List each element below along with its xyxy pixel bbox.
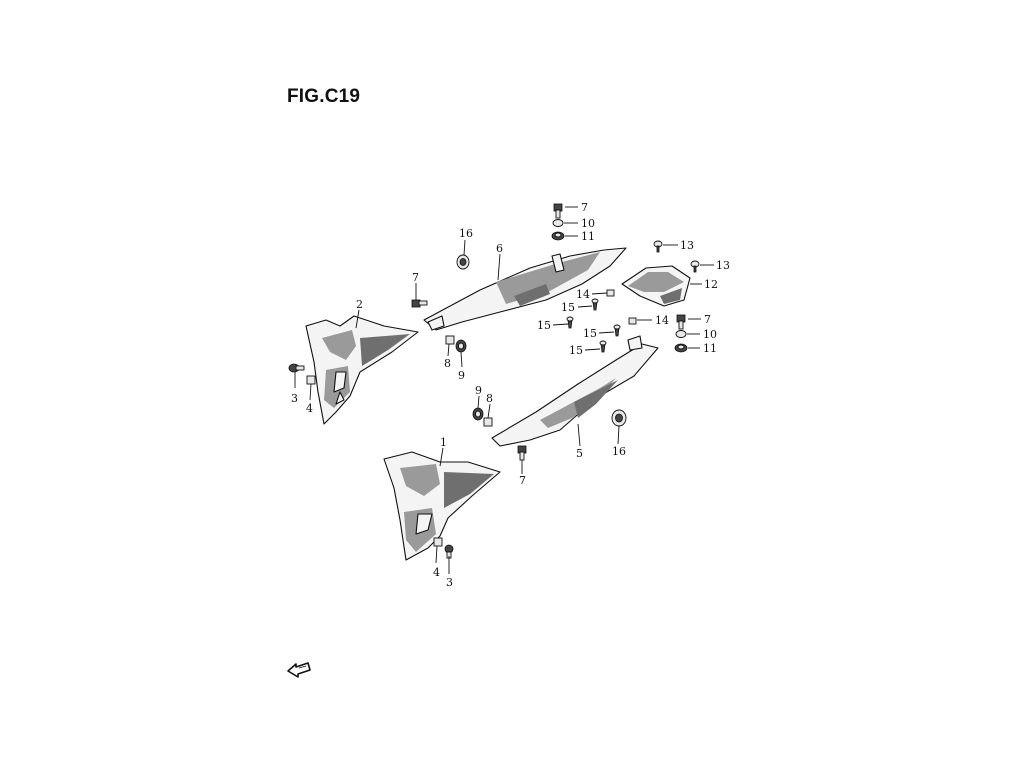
front-direction-arrow-icon (287, 662, 311, 678)
part-11-nut-b (674, 343, 688, 353)
callout-4b: 4 (433, 566, 440, 579)
part-7-bolt-d (517, 445, 527, 461)
part-14-clip-a (606, 289, 615, 297)
part-3-bolt-a (288, 363, 305, 373)
callout-3a: 3 (291, 392, 298, 405)
part-3-bolt-b (444, 544, 454, 559)
callout-15d: 15 (569, 344, 583, 357)
callout-1: 1 (440, 436, 447, 449)
part-8-collar-b (483, 417, 493, 427)
part-16-grommet-upper (456, 254, 470, 270)
part-7-bolt-a (411, 299, 428, 308)
callout-labels: 1 2 3 4 4 3 5 6 7 7 7 7 8 8 9 9 10 10 11… (291, 201, 730, 589)
part-8-collar-a (445, 335, 455, 345)
part-5-rear-cowl-lower (491, 335, 659, 447)
figure-title: FIG.C19 (287, 86, 361, 107)
callout-16a: 16 (459, 227, 473, 240)
callout-7a: 7 (412, 271, 419, 284)
part-15-rivet-d (599, 340, 607, 353)
callout-8b: 8 (486, 392, 493, 405)
part-1-side-panel (383, 451, 501, 561)
callout-11b: 11 (703, 342, 717, 355)
callout-13a: 13 (680, 239, 694, 252)
callout-7d: 7 (519, 474, 526, 487)
callout-14b: 14 (655, 314, 669, 327)
callout-15b: 15 (537, 319, 551, 332)
part-15-rivet-a (591, 298, 599, 311)
callout-9a: 9 (458, 369, 465, 382)
part-16-grommet-lower (611, 409, 627, 427)
part-15-rivet-b (566, 316, 574, 329)
callout-8a: 8 (444, 357, 451, 370)
callout-14a: 14 (576, 288, 590, 301)
part-4-collar-b (433, 537, 443, 547)
part-10-washer-a (552, 219, 564, 227)
callout-10a: 10 (581, 217, 595, 230)
part-15-rivet-c (613, 324, 621, 337)
callout-7b: 7 (581, 201, 588, 214)
callout-6: 6 (496, 242, 503, 255)
callout-2: 2 (356, 298, 363, 311)
callout-15c: 15 (583, 327, 597, 340)
callout-7c: 7 (704, 313, 711, 326)
part-9-grommet-b (472, 407, 484, 421)
callout-3b: 3 (446, 576, 453, 589)
callout-15a: 15 (561, 301, 575, 314)
callout-11a: 11 (581, 230, 595, 243)
callout-10b: 10 (703, 328, 717, 341)
callout-5: 5 (576, 447, 583, 460)
callout-12: 12 (704, 278, 718, 291)
part-11-nut-a (551, 231, 565, 241)
part-9-grommet-a (455, 339, 467, 353)
part-12-tail-cover (621, 265, 691, 307)
part-4-collar-a (306, 375, 316, 385)
part-13-screw-b (690, 260, 700, 273)
hardware-items (288, 203, 700, 559)
callout-16b: 16 (612, 445, 626, 458)
part-13-screw-a (653, 240, 663, 253)
part-10-washer-b (675, 330, 687, 338)
part-2-side-panel (305, 315, 419, 425)
callout-9b: 9 (475, 384, 482, 397)
leader-lines (294, 206, 714, 574)
part-6-rear-cowl-upper (423, 247, 627, 331)
callout-13b: 13 (716, 259, 730, 272)
part-14-clip-b (628, 317, 637, 325)
part-7-bolt-c (676, 314, 686, 330)
callout-4a: 4 (306, 402, 313, 415)
part-7-bolt-b (553, 203, 563, 219)
